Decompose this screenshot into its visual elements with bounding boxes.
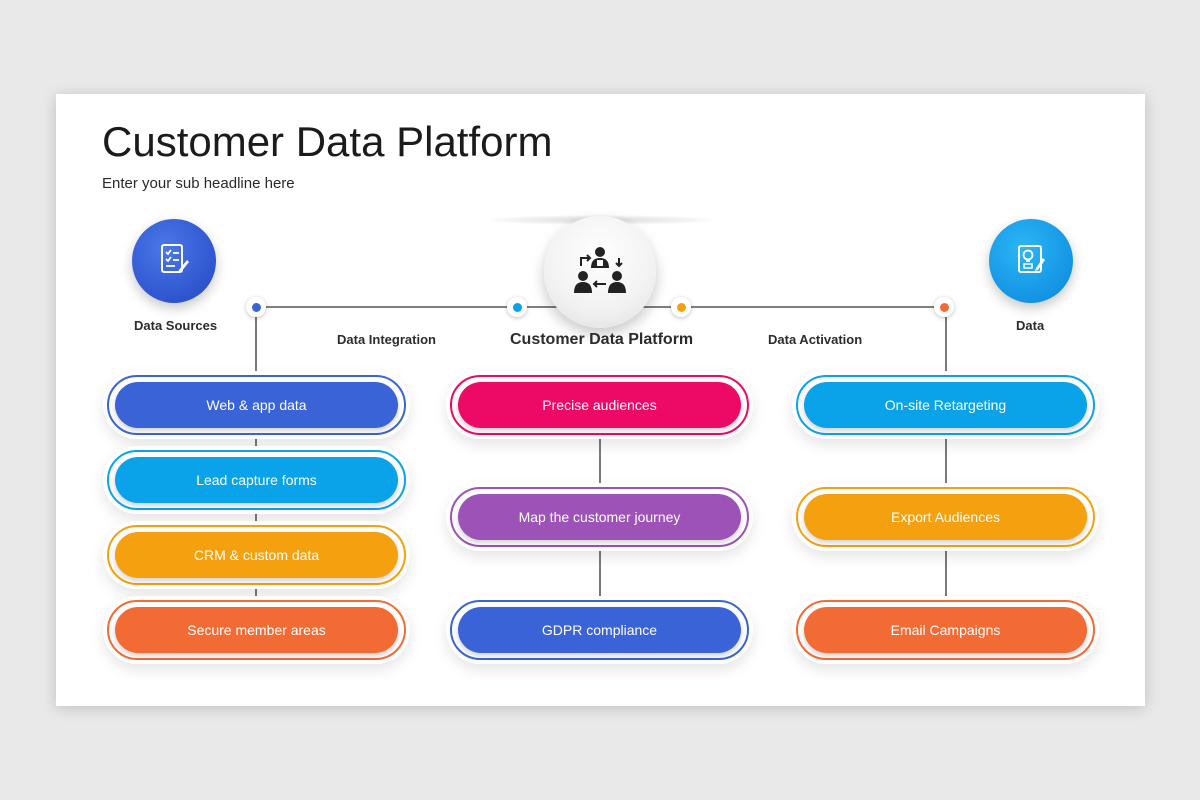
- platform-hub: [544, 216, 656, 328]
- pill-gdpr-compliance: GDPR compliance: [446, 596, 753, 664]
- checklist-pen-icon: [157, 242, 191, 281]
- pill-onsite-retargeting: On-site Retargeting: [792, 371, 1099, 439]
- pill-label: Export Audiences: [804, 494, 1087, 540]
- pill-label: Email Campaigns: [804, 607, 1087, 653]
- pill-secure-member-areas: Secure member areas: [103, 596, 410, 664]
- idea-board-icon: [1014, 242, 1048, 281]
- timeline-dot-platform: [671, 297, 691, 317]
- pill-web-app-data: Web & app data: [103, 371, 410, 439]
- label-data-sources: Data Sources: [134, 318, 218, 333]
- pill-lead-capture-forms: Lead capture forms: [103, 446, 410, 514]
- page-subtitle: Enter your sub headline here: [102, 175, 295, 192]
- pill-label: Web & app data: [115, 382, 398, 428]
- timeline-dot-integration: [507, 297, 527, 317]
- pill-map-customer-journey: Map the customer journey: [446, 483, 753, 551]
- data-sources-circle: [132, 219, 216, 303]
- pill-label: CRM & custom data: [115, 532, 398, 578]
- pill-email-campaigns: Email Campaigns: [792, 596, 1099, 664]
- pill-label: Precise audiences: [458, 382, 741, 428]
- pill-label: GDPR compliance: [458, 607, 741, 653]
- timeline-dot-data: [934, 297, 954, 317]
- label-data-integration: Data Integration: [337, 332, 436, 347]
- pill-label: Lead capture forms: [115, 457, 398, 503]
- timeline-dot-sources: [246, 297, 266, 317]
- pill-precise-audiences: Precise audiences: [446, 371, 753, 439]
- slide: Customer Data Platform Enter your sub he…: [56, 94, 1145, 706]
- pill-crm-custom-data: CRM & custom data: [103, 521, 410, 589]
- pill-label: On-site Retargeting: [804, 382, 1087, 428]
- page-title: Customer Data Platform: [102, 118, 553, 165]
- label-data: Data: [1016, 318, 1045, 333]
- people-exchange-icon: [573, 246, 627, 299]
- pill-label: Secure member areas: [115, 607, 398, 653]
- data-circle: [989, 219, 1073, 303]
- pill-export-audiences: Export Audiences: [792, 483, 1099, 551]
- pill-label: Map the customer journey: [458, 494, 741, 540]
- label-customer-data-platform: Customer Data Platform: [510, 331, 694, 348]
- label-data-activation: Data Activation: [768, 332, 863, 347]
